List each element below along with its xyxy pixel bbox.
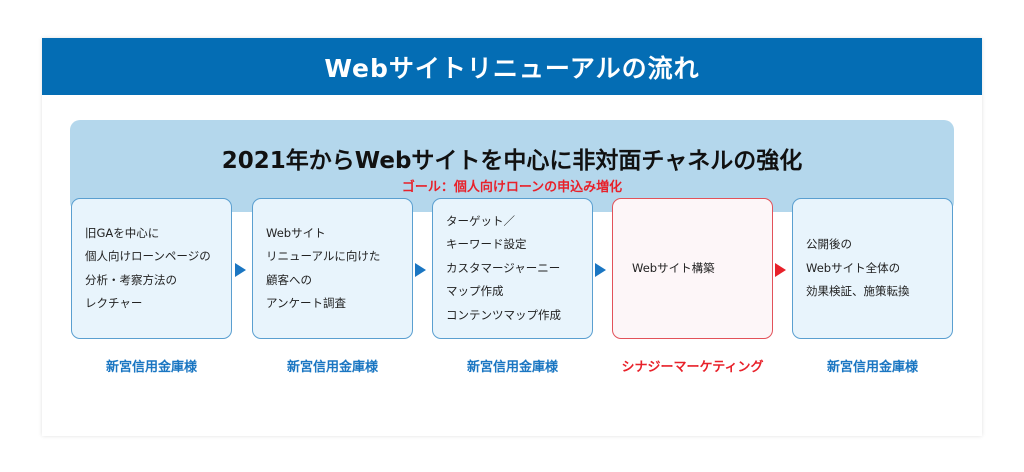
triangle-right-icon bbox=[775, 263, 786, 277]
step-text: 効果検証、施策転換 bbox=[806, 284, 910, 299]
step-text: ターゲット／ bbox=[446, 213, 515, 228]
step-3-box: ターゲット／ キーワード設定 カスタマージャーニー マップ作成 コンテンツマップ… bbox=[432, 198, 593, 339]
step-text: 旧GAを中心に bbox=[85, 225, 160, 240]
step-text: 顧客への bbox=[266, 272, 312, 287]
step-2-owner: 新宮信用金庫様 bbox=[286, 360, 378, 375]
step-text: コンテンツマップ作成 bbox=[446, 307, 561, 322]
step-text: リニューアルに向けた bbox=[266, 249, 381, 263]
step-text: 個人向けローンページの bbox=[85, 249, 211, 263]
step-3-owner: 新宮信用金庫様 bbox=[466, 360, 558, 375]
step-text: Webサイト構築 bbox=[632, 260, 715, 275]
triangle-right-icon bbox=[595, 263, 606, 277]
step-2-box: Webサイト リニューアルに向けた 顧客への アンケート調査 bbox=[252, 198, 413, 339]
goal-subtitle: ゴール：個人向けローンの申込み増化 bbox=[401, 180, 623, 195]
step-5-owner: 新宮信用金庫様 bbox=[826, 360, 918, 375]
step-4-box: Webサイト構築 bbox=[612, 198, 773, 339]
step-4-owner: シナジーマーケティング bbox=[621, 360, 764, 375]
step-text: レクチャー bbox=[85, 296, 143, 310]
step-text: アンケート調査 bbox=[266, 296, 347, 310]
goal-title: 2021年からWebサイトを中心に非対面チャネルの強化 bbox=[221, 148, 803, 174]
step-1-owner: 新宮信用金庫様 bbox=[105, 360, 197, 375]
step-text: Webサイト全体の bbox=[806, 260, 901, 275]
step-text: マップ作成 bbox=[446, 284, 504, 299]
triangle-right-icon bbox=[235, 263, 246, 277]
triangle-right-icon bbox=[415, 263, 426, 277]
step-text: カスタマージャーニー bbox=[446, 260, 561, 275]
step-5-box: 公開後の Webサイト全体の 効果検証、施策転換 bbox=[792, 198, 953, 339]
step-text: 分析・考察方法の bbox=[85, 272, 177, 287]
goal-banner: 2021年からWebサイトを中心に非対面チャネルの強化 ゴール：個人向けローンの… bbox=[70, 120, 954, 212]
step-text: キーワード設定 bbox=[446, 237, 527, 252]
step-text: Webサイト bbox=[266, 225, 326, 240]
step-text: 公開後の bbox=[806, 237, 852, 252]
step-1-box: 旧GAを中心に 個人向けローンページの 分析・考察方法の レクチャー bbox=[71, 198, 232, 339]
diagram-title: Webサイトリニューアルの流れ bbox=[42, 38, 982, 95]
